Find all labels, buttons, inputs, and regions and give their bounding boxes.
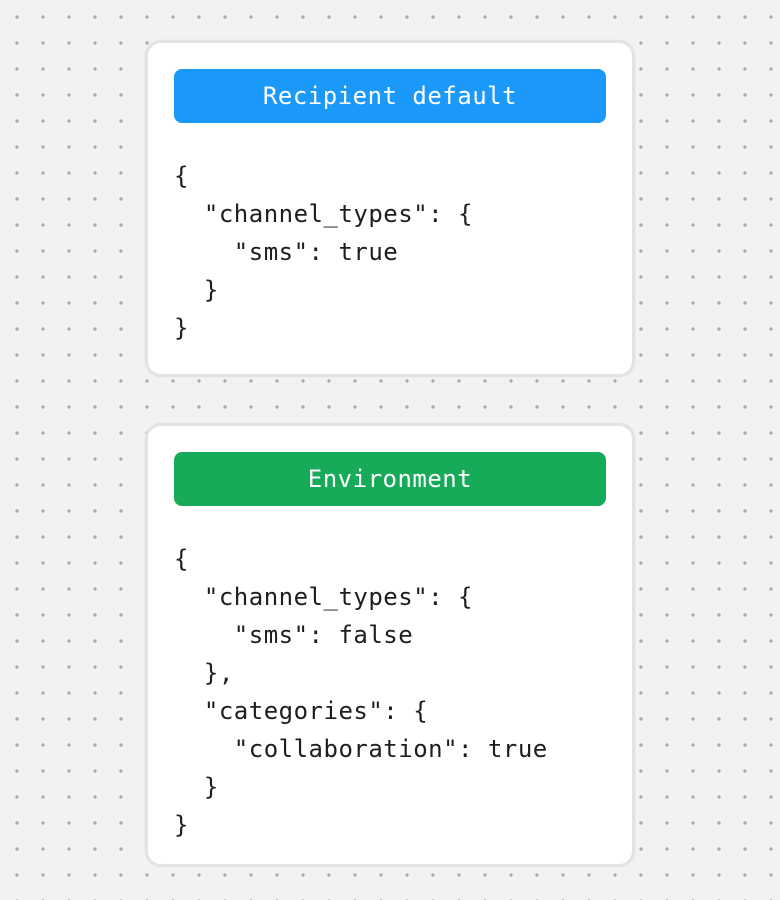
environment-json-code: { "channel_types": { "sms": false }, "ca… — [174, 545, 548, 839]
recipient-default-badge-label: Recipient default — [262, 82, 518, 110]
recipient-default-card: Recipient default { "channel_types": { "… — [145, 40, 635, 377]
environment-card: Environment { "channel_types": { "sms": … — [145, 423, 635, 867]
recipient-default-badge: Recipient default — [174, 69, 606, 123]
recipient-default-json-code: { "channel_types": { "sms": true } } — [174, 162, 473, 342]
environment-badge: Environment — [174, 452, 606, 506]
environment-badge-label: Environment — [307, 465, 473, 493]
